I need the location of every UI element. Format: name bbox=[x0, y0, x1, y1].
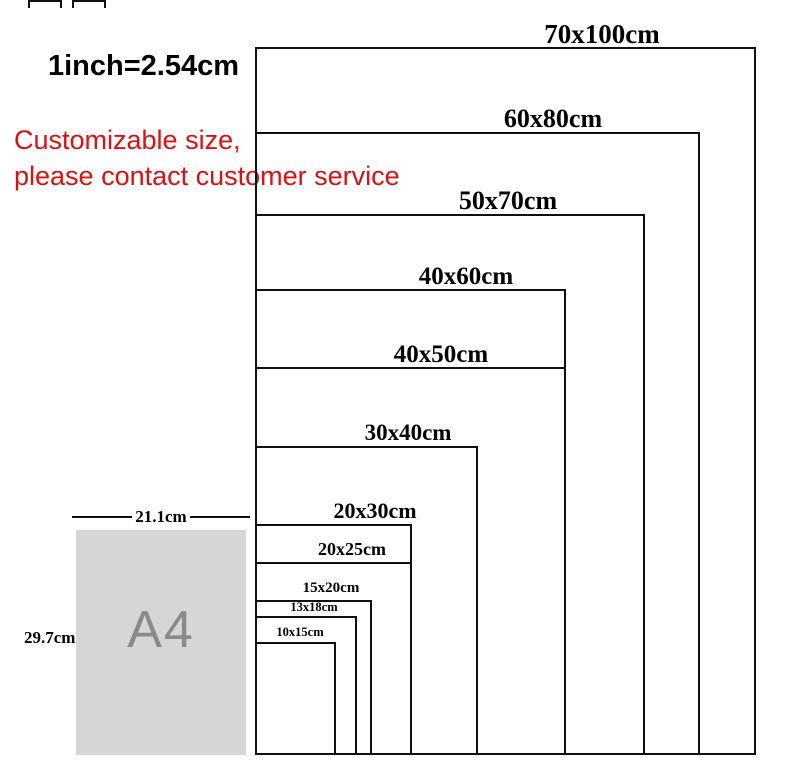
a4-width-label: 21.1cm bbox=[135, 507, 187, 526]
dimension-line bbox=[189, 516, 250, 518]
inch-conversion-note: 1inch=2.54cm bbox=[48, 50, 240, 82]
label-13x18cm: 13x18cm bbox=[290, 600, 338, 614]
label-50x70cm: 50x70cm bbox=[458, 186, 558, 215]
rect-10x15cm bbox=[255, 642, 336, 755]
a4-height-label: 29.7cm bbox=[24, 628, 76, 647]
label-20x25cm: 20x25cm bbox=[318, 539, 386, 559]
a4-rectangle bbox=[76, 530, 246, 755]
label-30x40cm: 30x40cm bbox=[364, 420, 452, 445]
label-10x15cm: 10x15cm bbox=[276, 625, 324, 639]
crop-mark-icon bbox=[72, 0, 106, 8]
label-70x100cm: 70x100cm bbox=[544, 19, 660, 49]
label-15x20cm: 15x20cm bbox=[302, 580, 360, 596]
label-20x30cm: 20x30cm bbox=[333, 498, 417, 523]
label-40x60cm: 40x60cm bbox=[418, 263, 514, 290]
crop-mark-icon bbox=[28, 0, 62, 8]
a4-label: A4 bbox=[127, 601, 195, 659]
a4-width-dimension: 21.1cm bbox=[72, 507, 250, 527]
customizable-notice: Customizable size, please contact custom… bbox=[14, 123, 400, 194]
dimension-line bbox=[72, 516, 133, 518]
label-40x50cm: 40x50cm bbox=[393, 341, 489, 368]
customizable-notice-line2: please contact customer service bbox=[14, 160, 400, 191]
label-60x80cm: 60x80cm bbox=[503, 104, 603, 133]
customizable-notice-line1: Customizable size, bbox=[14, 125, 241, 155]
